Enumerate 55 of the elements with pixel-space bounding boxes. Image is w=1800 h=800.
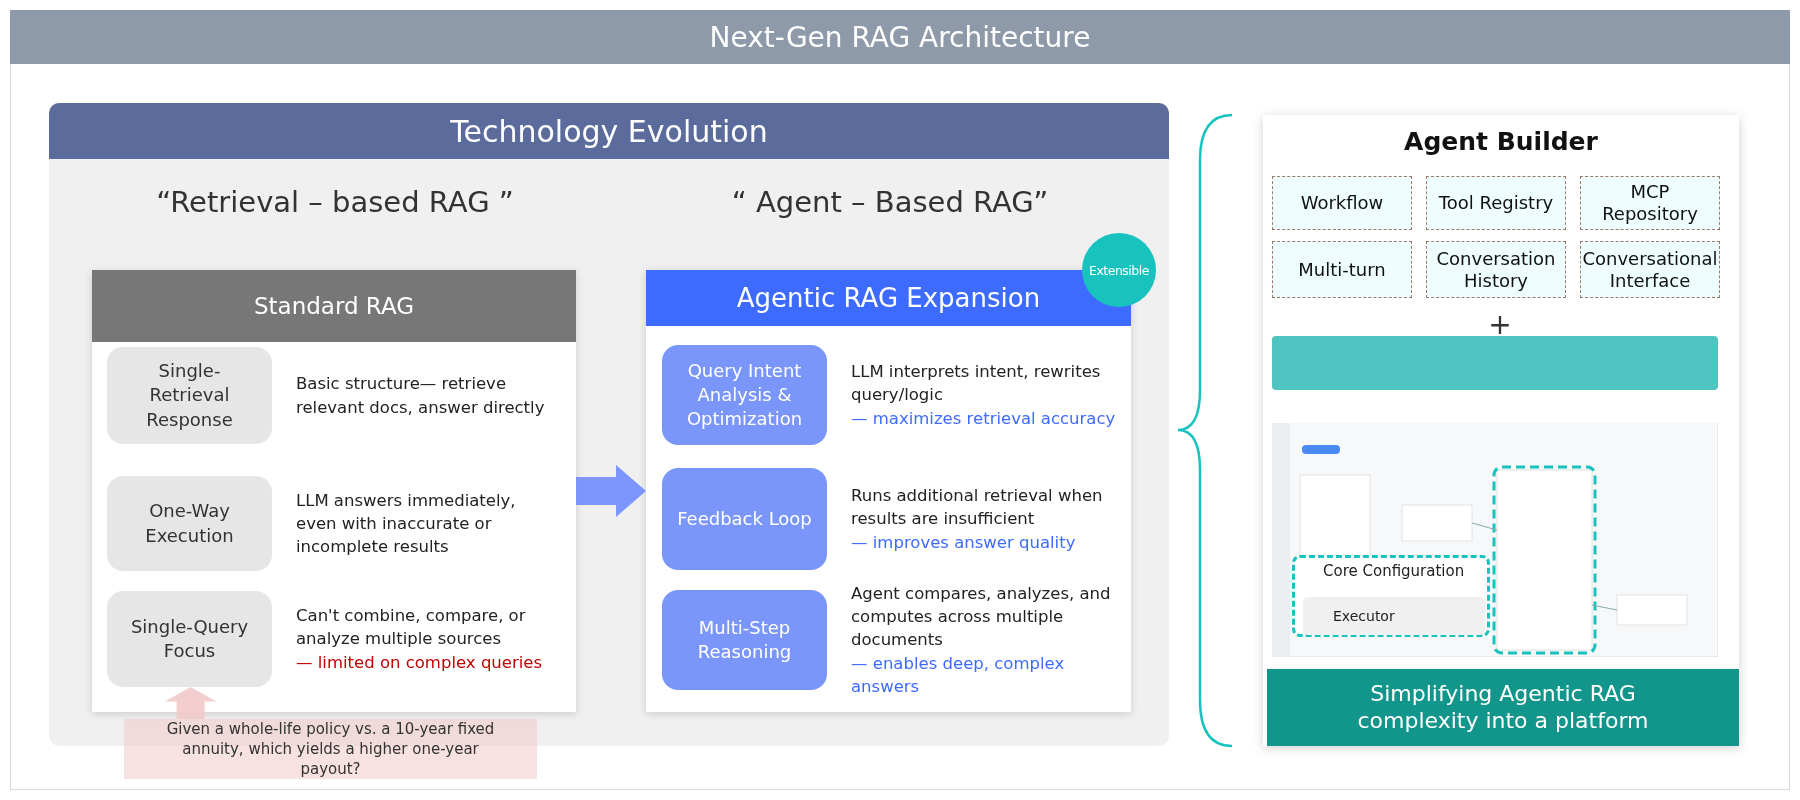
feature-label: Workflow [1300,192,1384,214]
builder-card [1263,115,1739,746]
feature-box [1580,176,1720,230]
description-text: Runs additional retrieval when results are insufficient [851,485,1104,531]
feature-box [1426,241,1566,298]
summary-text: Simplifying Agentic RAG complexity into a platform [1356,681,1650,734]
feature-box [1580,241,1720,298]
step-label: Feedback Loop [677,506,812,531]
highlight-text: — limited on complex queries [296,651,544,674]
question-box [124,719,537,779]
step-box [662,590,827,690]
column-card [92,270,576,712]
highlight-text: — maximizes retrieval accuracy [851,407,1117,430]
description-text: LLM answers immediately, even with inaccurate or incomplete results [296,489,517,559]
feature-box [1272,176,1412,230]
step-label: Query Intent Analysis & Optimization [685,358,804,432]
feature-box [1272,241,1412,298]
block-arrow [164,687,217,719]
header-bar: Technology Evolution [49,103,1169,159]
step-label: One-Way Execution [144,499,235,548]
banner-bar [1272,336,1718,390]
highlight-text: — improves answer quality [851,531,1077,554]
badge-label: Extensible [1089,262,1149,278]
feature-label: Multi-turn [1298,258,1386,281]
heading-text: “ Agent – Based RAG” [730,185,1050,219]
description-text: Agent compares, analyzes, and computes across multiple documents [851,583,1112,652]
callout-row [1303,597,1485,635]
plus-sign: + [1487,308,1513,341]
header-bar: Standard RAG [92,270,576,342]
step-label: Single-Retrieval Response [145,359,234,432]
description-text: LLM interprets intent, rewrites query/logic [851,361,1102,407]
callout-box [1292,555,1490,637]
feature-label: Conversational Interface [1581,247,1719,292]
step-box [662,345,827,445]
step-label: Multi-Step Reasoning [696,615,793,664]
question-text: Given a whole-life policy vs. a 10-year fixed annuity, which yields a higher one-year payout? [165,718,496,780]
feature-label: Conversation History [1435,247,1557,292]
description-text: Basic structure— retrieve relevant docs, answer directly [296,373,546,419]
feature-label: Tool Registry [1438,192,1554,214]
feature-label: MCP Repository [1601,181,1699,225]
summary-band [1267,669,1739,746]
callout-label: Executor [1333,608,1395,624]
step-box [107,476,272,571]
feature-box [1426,176,1566,230]
heading-text: “Retrieval – based RAG ” [155,185,515,219]
description-text: Can't combine, compare, or analyze multiple sources [296,605,527,651]
block-arrow [576,465,646,517]
callout-title: Core Configuration [1323,562,1465,580]
card-title: Agent Builder [1403,127,1599,156]
title-bar: Next-Gen RAG Architecture [10,10,1790,64]
step-box [662,468,827,570]
step-label: Single-Query Focus [129,614,250,663]
step-box [107,591,272,687]
step-box [107,347,272,444]
highlight-text: — enables deep, complex answers [851,652,1066,698]
